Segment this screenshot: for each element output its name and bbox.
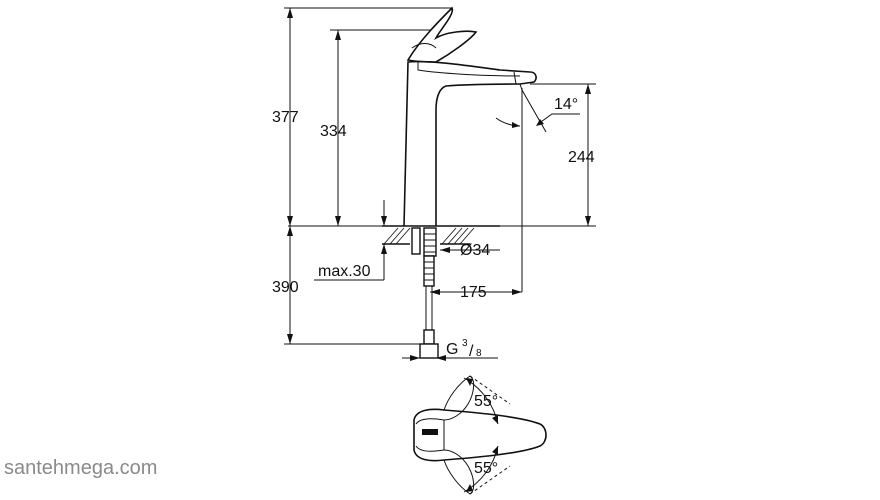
lever-handle bbox=[406, 6, 478, 63]
label-diameter-34: Ø34 bbox=[460, 242, 490, 259]
label-244: 244 bbox=[568, 149, 595, 166]
label-thread-g: G bbox=[446, 341, 458, 358]
label-390: 390 bbox=[272, 279, 299, 296]
lever-top-view: 55° 55° bbox=[413, 375, 547, 495]
dimension-spout-angle: 14° bbox=[495, 88, 580, 292]
dimension-total-height: 377 bbox=[272, 7, 452, 226]
label-175: 175 bbox=[460, 284, 487, 301]
label-max-30: max.30 bbox=[318, 263, 371, 280]
dimension-spout-height: 334 bbox=[320, 29, 430, 226]
label-thread-numerator: 3 bbox=[462, 338, 468, 349]
top-view-body bbox=[413, 408, 547, 462]
dimension-outlet-height: 244 bbox=[530, 83, 596, 226]
dimension-spout-reach: 175 bbox=[430, 284, 522, 301]
mounting-stud bbox=[411, 227, 439, 359]
label-thread-slash: / bbox=[469, 343, 474, 360]
dimension-max-thickness: max.30 bbox=[314, 200, 387, 281]
dimension-thread: G 3 / 8 bbox=[402, 338, 498, 361]
label-334: 334 bbox=[320, 123, 347, 140]
dimension-below-counter: 390 bbox=[272, 226, 424, 345]
label-angle-top: 55° bbox=[474, 393, 498, 410]
label-angle-bottom: 55° bbox=[474, 460, 498, 477]
label-377: 377 bbox=[272, 109, 299, 126]
dimension-hole-diameter: Ø34 bbox=[440, 242, 500, 259]
counter-hatching bbox=[382, 225, 500, 245]
label-thread-denominator: 8 bbox=[476, 348, 482, 359]
faucet-body bbox=[403, 60, 537, 227]
faucet-side-view bbox=[403, 6, 537, 227]
label-14deg: 14° bbox=[554, 96, 578, 113]
watermark: santehmega.com bbox=[4, 457, 158, 479]
